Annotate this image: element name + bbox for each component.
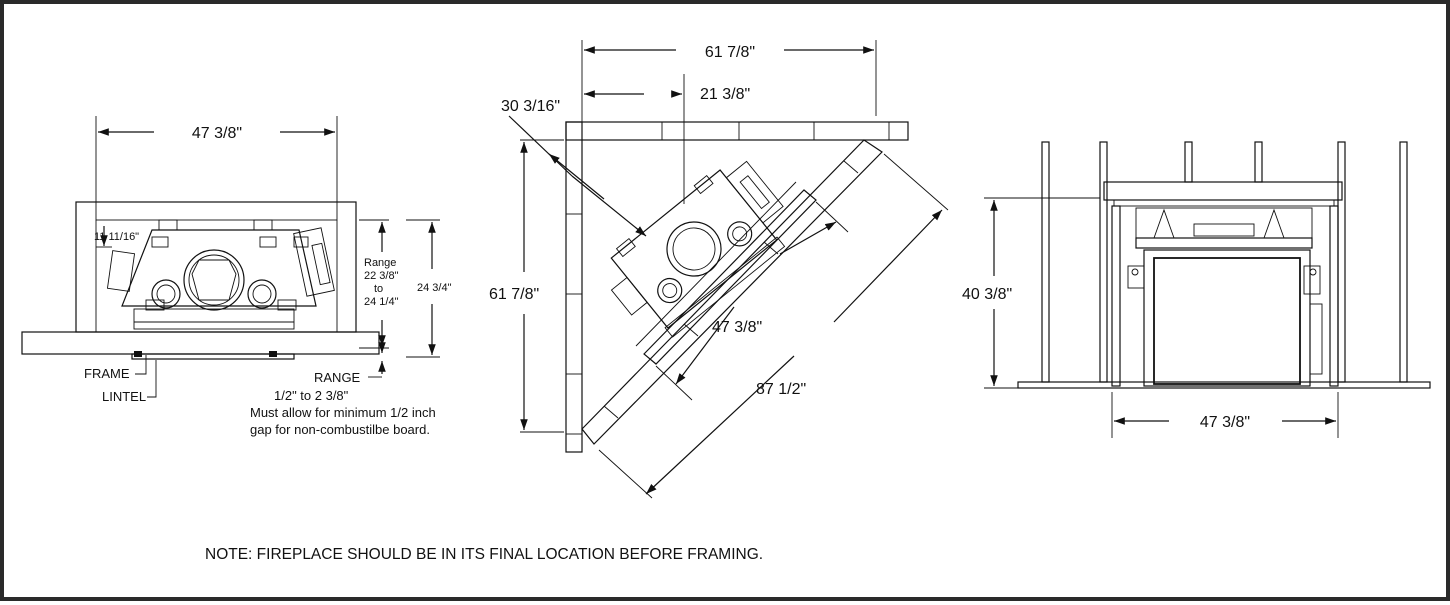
- corner-outer-diag: 87 1/2": [756, 381, 806, 398]
- top-wall: [565, 121, 909, 141]
- lintel-label: LINTEL: [102, 389, 146, 404]
- frame-label: FRAME: [84, 366, 130, 381]
- front-width-dim: 47 3/8": [192, 125, 242, 142]
- diagonal-wall: [581, 139, 883, 445]
- range-max: 24 1/4": [364, 296, 399, 308]
- hearth-base: [21, 331, 380, 355]
- corner-side-dim: 61 7/8": [489, 286, 539, 303]
- corner-diag-offset: 30 3/16": [501, 98, 560, 115]
- corner-inner-diag: 47 3/8": [712, 319, 762, 336]
- frame-outline: [75, 201, 357, 333]
- left-wall: [565, 121, 583, 453]
- range2-values: 1/2" to 2 3/8": [274, 388, 349, 403]
- gap-note-line1: Must allow for minimum 1/2 inch: [250, 405, 436, 420]
- corner-top-dim: 61 7/8": [705, 44, 755, 61]
- elevation-width-dim: 47 3/8": [1200, 414, 1250, 431]
- gap-note-line2: gap for non-combustilbe board.: [250, 422, 430, 437]
- floor-base: [1017, 381, 1431, 389]
- corner-offset-dim: 21 3/8": [700, 86, 750, 103]
- header-beam: [1103, 181, 1343, 201]
- corner-fireplace: [610, 160, 786, 338]
- range2-label: RANGE: [314, 370, 361, 385]
- framing-note: NOTE: FIREPLACE SHOULD BE IN ITS FINAL L…: [205, 546, 763, 563]
- range-label: Range: [364, 257, 396, 269]
- front-offset-dim: 11 11/16": [94, 231, 139, 243]
- framing-diagram: 47 3/8": [21, 40, 1431, 563]
- front-view: 47 3/8": [21, 116, 452, 437]
- elevation-height-dim: 40 3/8": [962, 286, 1012, 303]
- flue-collar: [183, 249, 245, 311]
- corner-view: 61 7/8" 21 3/8" 30 3/16": [489, 40, 949, 499]
- range-min: 22 3/8": [364, 270, 399, 282]
- range-to: to: [374, 283, 383, 295]
- firebox: [1143, 249, 1311, 387]
- elevation-view: 40 3/8" 47 3/8": [962, 141, 1431, 438]
- fireplace-body: [121, 229, 317, 307]
- front-height-dim: 24 3/4": [417, 282, 452, 294]
